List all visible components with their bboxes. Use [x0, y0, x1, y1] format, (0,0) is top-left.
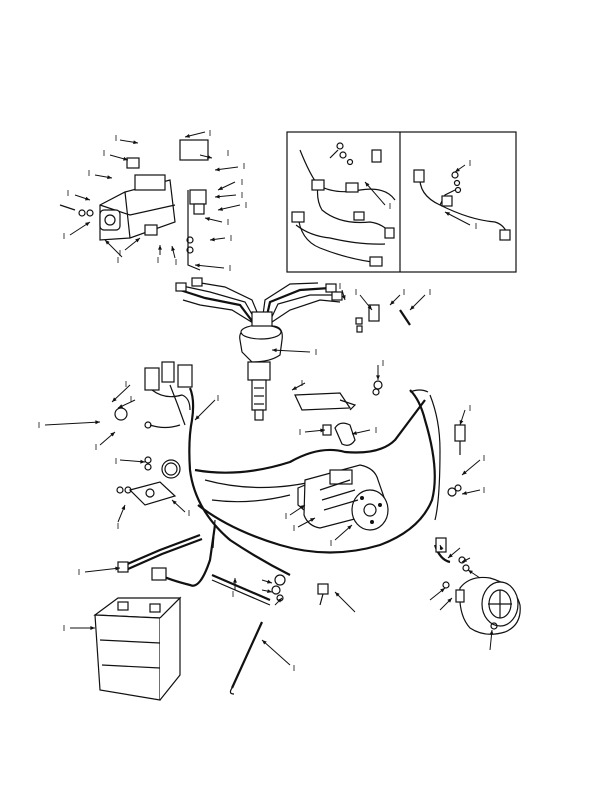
callout-arrowhead — [459, 420, 464, 425]
battery-cables — [117, 519, 217, 587]
callout-leader-line — [271, 349, 311, 353]
callout-arrowhead — [462, 558, 467, 562]
callout-arrowhead — [462, 491, 467, 495]
callout-arrowhead — [85, 196, 90, 201]
callout-arrowhead — [110, 432, 115, 437]
callout-arrowhead — [448, 553, 453, 558]
fastener-cluster — [271, 574, 329, 606]
main-wiring-loom — [144, 361, 441, 576]
callout-leader-line — [334, 591, 356, 613]
callout-arrowhead — [277, 598, 282, 603]
callout-arrowhead — [90, 626, 95, 630]
callout-arrowhead — [489, 630, 494, 635]
callout-arrowhead — [218, 207, 223, 211]
callout-arrowhead — [158, 245, 162, 250]
callout-arrowhead — [215, 194, 220, 199]
callout-arrowhead — [300, 505, 305, 510]
callout-arrowhead — [107, 175, 112, 180]
callout-arrowhead — [207, 154, 212, 159]
wiring-harness-left — [291, 142, 396, 267]
cable-clamp-bracket — [114, 407, 181, 506]
callout-arrowhead — [210, 237, 215, 242]
callout-arrowhead — [133, 140, 138, 145]
callout-arrowhead — [447, 598, 452, 603]
callout-arrowhead — [335, 592, 340, 597]
alternator — [433, 537, 521, 635]
callout-arrowhead — [272, 348, 277, 353]
callout-leader-line — [444, 211, 471, 226]
mounting-plate — [294, 380, 383, 411]
callout-arrowhead — [365, 182, 370, 187]
boot-elbow-fitting — [322, 422, 356, 446]
right-side-fasteners — [442, 424, 470, 589]
callout-arrowhead — [172, 500, 177, 505]
callout-arrowhead — [262, 640, 267, 645]
relay-bracket-assembly — [59, 139, 209, 271]
callout-arrowhead — [112, 397, 117, 402]
callout-leader-line — [84, 567, 121, 573]
callout-arrowhead — [347, 525, 352, 530]
callout-arrowhead — [341, 295, 346, 300]
callout-arrowhead — [410, 305, 415, 310]
callout-arrowhead — [267, 579, 272, 584]
callout-arrowhead — [439, 545, 444, 550]
callout-arrowhead — [171, 246, 176, 251]
callout-arrowhead — [367, 305, 372, 310]
callout-arrowhead — [445, 212, 450, 216]
callout-leader-line — [194, 399, 216, 421]
callout-arrowhead — [140, 459, 145, 464]
callout-leader-line — [364, 181, 386, 206]
callout-arrowhead — [95, 420, 100, 425]
starter-motor — [297, 464, 389, 531]
callout-index-marks — [38, 130, 485, 671]
callout-arrowhead — [135, 238, 140, 243]
distributor-assembly — [175, 277, 343, 421]
callout-arrowhead — [215, 167, 220, 172]
callout-arrowhead — [267, 589, 272, 594]
callout-arrowhead — [195, 263, 200, 268]
callout-leader-line — [261, 639, 291, 666]
callout-leader-line — [194, 264, 225, 269]
battery-hold-down — [211, 573, 271, 695]
callout-arrowhead — [462, 470, 467, 475]
battery — [93, 596, 182, 701]
callout-arrowhead — [195, 415, 200, 420]
callout-arrowhead — [440, 588, 445, 593]
callout-arrowhead — [218, 186, 223, 190]
callout-arrowhead — [310, 518, 315, 522]
callout-arrowhead — [233, 578, 237, 583]
callout-arrowhead — [121, 505, 126, 510]
callout-arrowhead — [123, 156, 128, 161]
callout-arrowhead — [115, 566, 120, 571]
callout-arrowhead — [390, 300, 395, 305]
callout-arrowhead — [320, 428, 325, 433]
callout-arrowhead — [352, 431, 357, 435]
callout-arrowhead — [205, 217, 210, 221]
callout-arrowhead — [468, 570, 473, 575]
callout-arrowhead — [105, 240, 110, 245]
harness-inset-panel — [286, 131, 517, 273]
callout-leaders — [44, 131, 494, 666]
callout-arrowhead — [376, 375, 380, 380]
callout-arrowhead — [455, 167, 460, 172]
callout-leader-line — [44, 421, 101, 426]
sender-switch-parts — [355, 304, 411, 333]
callout-arrowhead — [118, 404, 123, 408]
callout-arrowhead — [292, 386, 297, 390]
wiring-harness-right — [413, 169, 511, 241]
callout-arrowhead — [85, 222, 90, 227]
callout-arrowhead — [185, 133, 190, 138]
